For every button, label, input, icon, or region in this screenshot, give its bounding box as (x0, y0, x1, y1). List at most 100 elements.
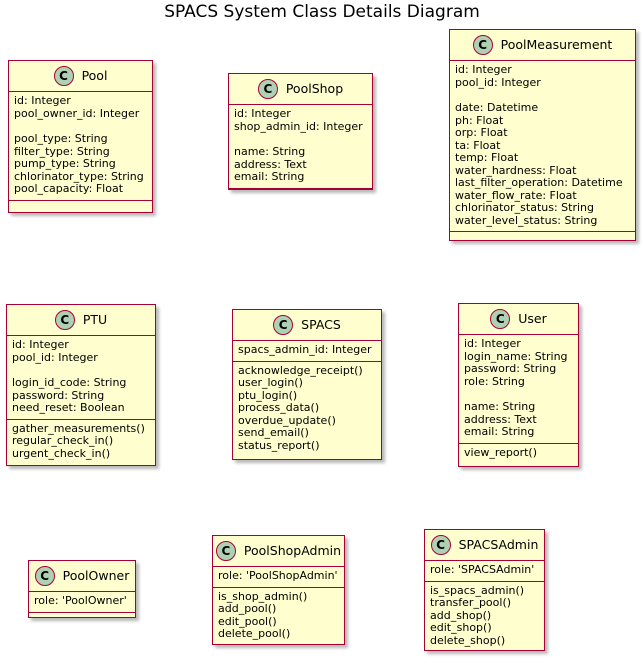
class-spacsadmin: C SPACSAdmin role: 'SPACSAdmin' is_spacs_ad… (424, 529, 545, 651)
class-method: delete_pool() (218, 627, 291, 640)
class-icon: C (215, 541, 236, 561)
class-field: last_filter_operation: Datetime (455, 176, 623, 189)
class-spacs: C SPACS spacs_admin_id: Integer acknowledge… (232, 309, 382, 460)
class-header: C SPACS (233, 310, 381, 340)
class-field: role: 'PoolOwner' (34, 594, 127, 607)
class-field: ph: Float (455, 113, 504, 127)
class-methods: view_report() (459, 442, 578, 464)
class-methods: is_shop_admin()add_pool()edit_pool()dele… (213, 586, 344, 645)
class-method: edit_shop() (430, 621, 492, 634)
class-method: urgent_check_in() (12, 446, 111, 460)
class-methods (9, 199, 152, 212)
class-icon: C (430, 535, 451, 555)
class-name: SPACSAdmin (458, 536, 539, 552)
class-methods (229, 187, 372, 200)
class-field: password: String (12, 388, 105, 402)
class-method: acknowledge_receipt() (238, 363, 363, 377)
class-method: regular_check_in() (12, 434, 114, 447)
class-name: PoolShopAdmin (243, 542, 342, 558)
class-field: pool_type: String (14, 132, 108, 145)
class-field: login_name: String (464, 349, 568, 363)
class-fields: role: 'PoolShopAdmin' (213, 566, 344, 587)
class-field: id: Integer (14, 94, 71, 107)
class-field: water_flow_rate: Float (455, 188, 577, 202)
class-method: gather_measurements() (12, 421, 145, 435)
class-field: chlorinator_type: String (14, 169, 144, 183)
class-name: Pool (81, 67, 108, 83)
class-field: role: String (464, 374, 525, 388)
class-methods (450, 231, 635, 243)
class-method: add_pool() (218, 602, 277, 615)
class-methods (29, 611, 135, 624)
class-fields: spacs_admin_id: Integer (233, 340, 381, 361)
class-icon: C (273, 315, 294, 335)
class-icon: C (54, 310, 75, 330)
diagram-title: SPACS System Class Details Diagram (164, 2, 480, 22)
class-field: email: String (464, 425, 535, 438)
class-field: id: Integer (455, 63, 512, 76)
class-field: address: Text (464, 412, 537, 426)
class-method: add_shop() (430, 608, 492, 622)
class-field: pool_capacity: Float (14, 182, 124, 195)
class-header: C PTU (7, 305, 155, 335)
class-name: PoolShop (285, 80, 344, 96)
class-field: name: String (234, 145, 306, 158)
class-name: User (518, 310, 547, 326)
class-field: date: Datetime (455, 101, 539, 114)
class-method: is_shop_admin() (218, 589, 308, 603)
class-field: role: 'SPACSAdmin' (430, 563, 535, 576)
class-method: transfer_pool() (430, 596, 512, 609)
class-methods: acknowledge_receipt()user_login()ptu_log… (233, 360, 381, 457)
class-method: user_login() (238, 376, 303, 389)
class-name: PTU (82, 311, 108, 327)
class-field: shop_admin_id: Integer (234, 119, 363, 133)
class-field: chlorinator_status: String (455, 201, 594, 214)
class-field: filter_type: String (14, 144, 110, 158)
class-icon: C (257, 79, 278, 99)
class-name: SPACS (301, 316, 341, 332)
class-field: orp: Float (455, 126, 508, 139)
class-field: password: String (464, 362, 557, 375)
class-header: C SPACSAdmin (425, 530, 544, 560)
class-field: login_id_code: String (12, 376, 127, 389)
class-field: ta: Float (455, 138, 501, 152)
class-method: is_spacs_admin() (430, 583, 525, 597)
class-name: PoolMeasurement (500, 36, 613, 52)
class-field: email: String (234, 170, 305, 183)
class-method: process_data() (238, 401, 320, 414)
class-field: pump_type: String (14, 157, 116, 170)
class-field: water_level_status: String (455, 213, 598, 227)
class-field: pool_id: Integer (455, 75, 541, 89)
class-field: spacs_admin_id: Integer (238, 343, 372, 356)
class-method: view_report() (464, 445, 538, 459)
class-field: name: String (464, 400, 536, 413)
class-methods: gather_measurements()regular_check_in()u… (7, 418, 155, 465)
class-method: ptu_login() (238, 388, 298, 402)
class-field: id: Integer (12, 338, 69, 351)
class-field: id: Integer (464, 337, 521, 350)
class-method: edit_pool() (218, 614, 277, 628)
class-header: C PoolShop (229, 74, 372, 104)
class-fields: role: 'PoolOwner' (29, 591, 135, 612)
class-field: pool_id: Integer (12, 350, 98, 364)
class-fields: role: 'SPACSAdmin' (425, 560, 544, 581)
class-icon: C (34, 566, 55, 586)
class-field: address: Text (234, 157, 307, 171)
class-field: temp: Float (455, 151, 519, 164)
class-method: overdue_update() (238, 413, 336, 427)
class-methods: is_spacs_admin()transfer_pool()add_shop(… (425, 580, 544, 652)
